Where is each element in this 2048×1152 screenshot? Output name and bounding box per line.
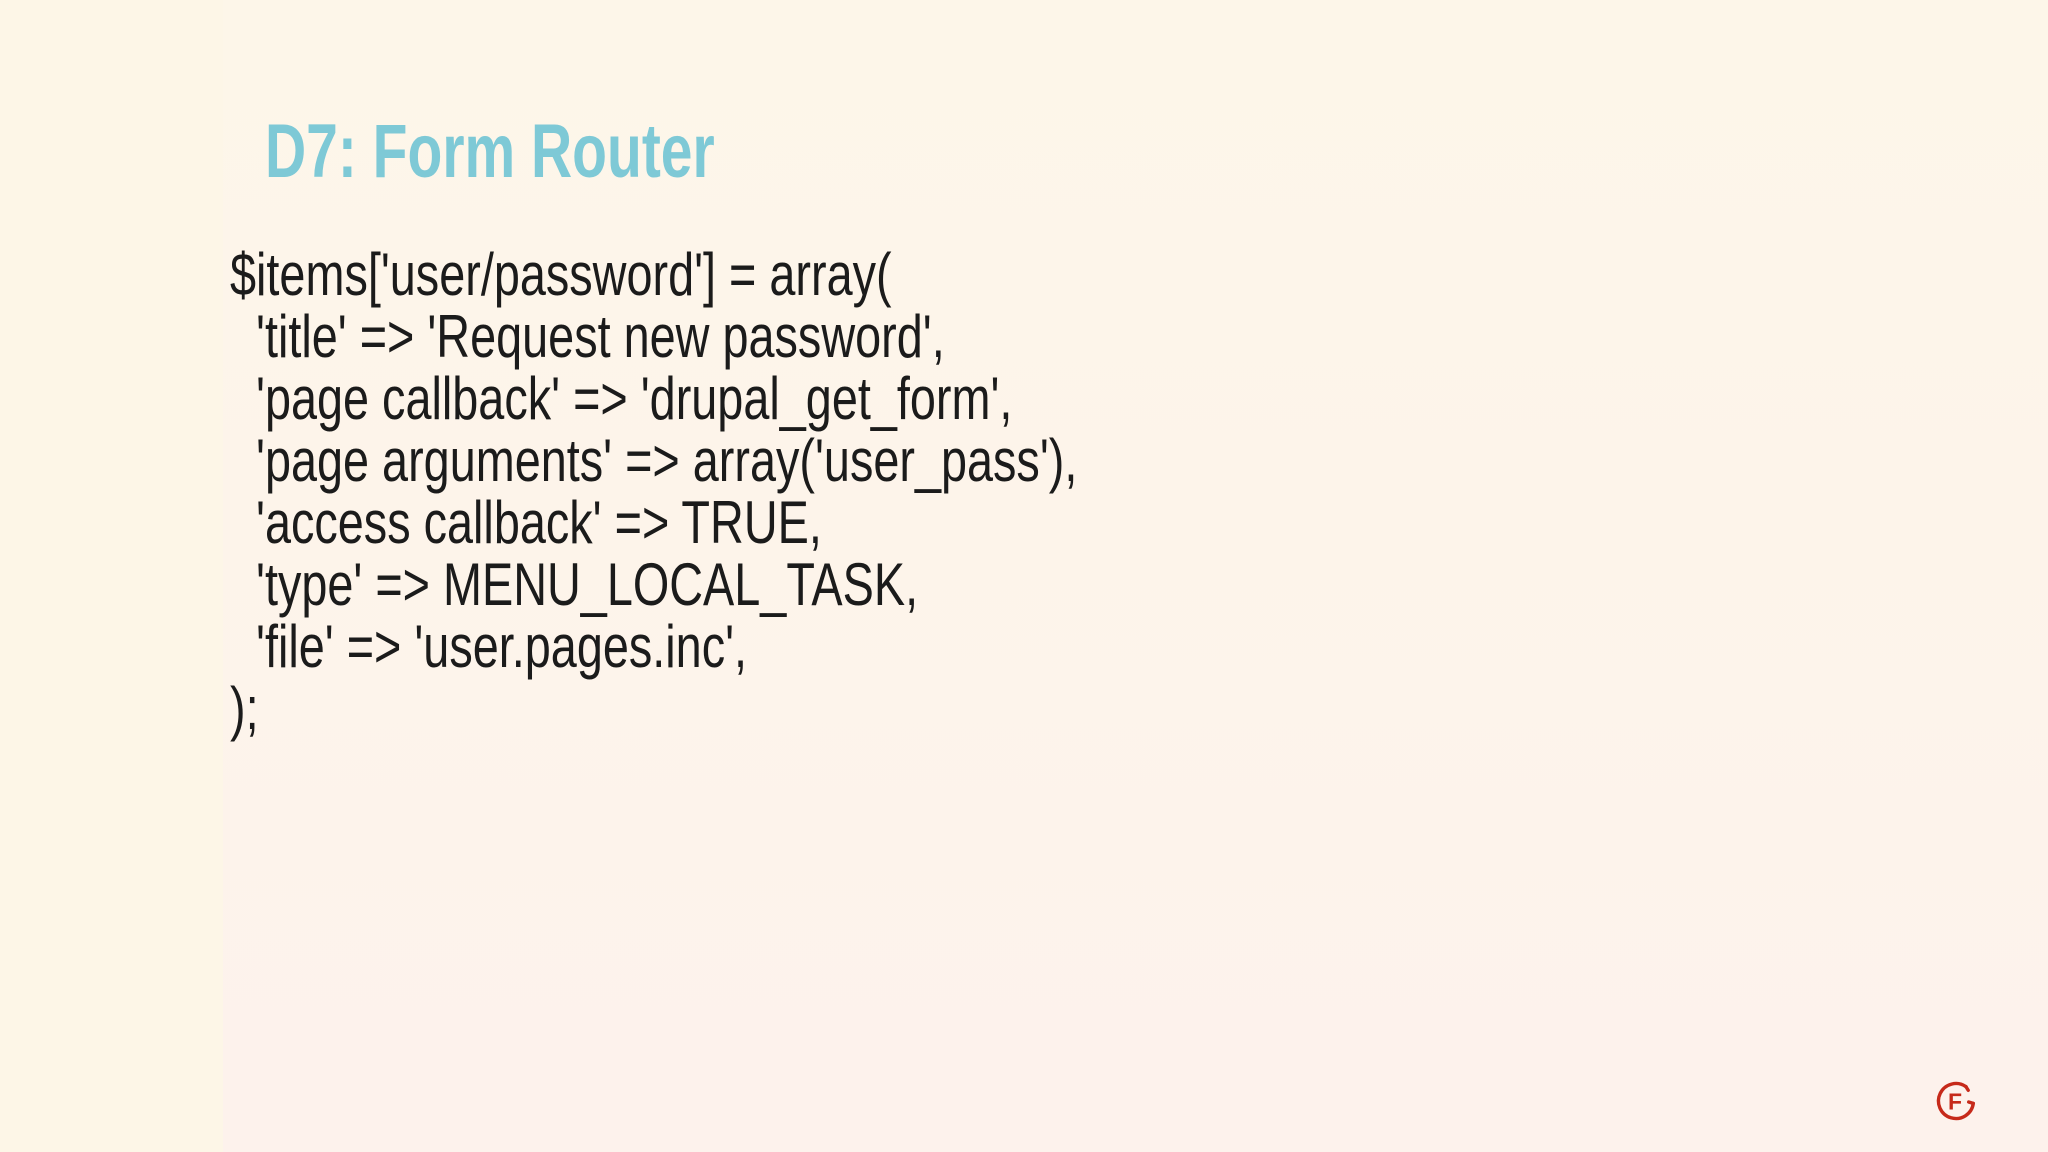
code-line: 'page callback' => 'drupal_get_form', [230,365,1013,432]
code-line: 'file' => 'user.pages.inc', [230,613,748,680]
code-line: 'access callback' => TRUE, [230,489,822,556]
logo-hook-top [1964,1085,1970,1092]
code-line: ); [230,675,259,742]
logo-circle-arc [1936,1081,1975,1121]
code-line: 'page arguments' => array('user_pass'), [230,427,1078,494]
slide-background [223,0,2048,1152]
logo-letter: F [1948,1089,1962,1115]
code-line: 'title' => 'Request new password', [230,303,945,370]
logo-f-icon: F [1934,1079,1978,1123]
slide-title: D7: Form Router [265,109,715,194]
code-line: $items['user/password'] = array( [230,241,892,308]
code-block: $items['user/password'] = array( 'title'… [230,244,1077,740]
logo-hook-right [1967,1100,1975,1106]
code-line: 'type' => MENU_LOCAL_TASK, [230,551,919,618]
logo-f-circle: F [1936,1081,1975,1121]
